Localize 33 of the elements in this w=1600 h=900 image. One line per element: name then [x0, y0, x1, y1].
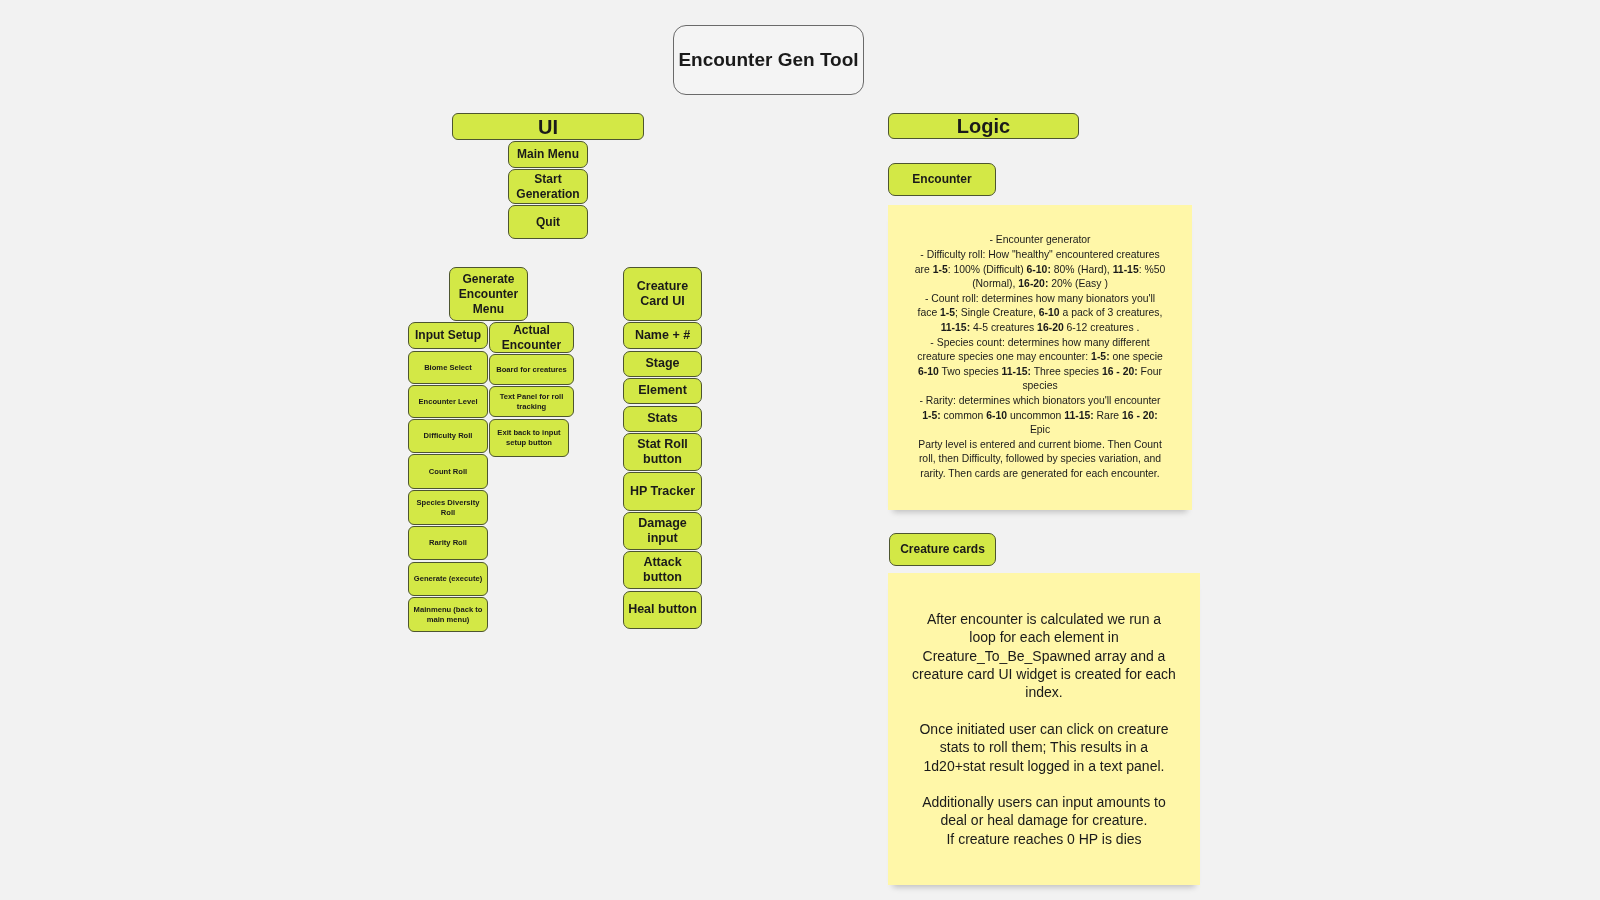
note-paragraph: Party level is entered and current biome. Then Count roll, then Difficulty, followed by species variation, and rarity. Then cards are generated for each encounter. [917, 437, 1163, 481]
note-paragraph: - Count roll: determines how many bionators you'll face 1-5; Single Creature, 6-10 a pack of 3 creatures, 11-15: 4-5 creatures 16-20 6-12 creatures . [916, 291, 1164, 335]
item-box: Generate Encounter Menu [449, 267, 528, 321]
note-paragraph: - Rarity: determines which bionators you'll encounter 1-5: common 6-10 uncommon 11-15: Rare 16 - 20: Epic [918, 394, 1162, 438]
item-box: Damage input [623, 512, 702, 550]
title-box: Encounter Gen Tool [673, 25, 864, 95]
sticky-note [888, 205, 1192, 510]
item-box: Creature cards [889, 533, 996, 566]
item-box: HP Tracker [623, 472, 702, 511]
item-box: Stats [623, 406, 702, 432]
item-box: Stage [623, 351, 702, 377]
item-box: Quit [508, 205, 588, 239]
item-box: Main Menu [508, 141, 588, 168]
item-box: Attack button [623, 551, 702, 589]
header-bar: UI [452, 113, 644, 140]
note-paragraph: Additionally users can input amounts to deal or heal damage for creature. [921, 793, 1167, 830]
header-bar: Logic [888, 113, 1079, 139]
item-box: Actual Encounter [489, 322, 574, 353]
note-paragraph: - Species count: determines how many different creature species one may encounter: 1-5: one specie 6-10 Two species 11-15: Three species 16 - 20: Four species [916, 335, 1164, 394]
item-box: Input Setup [408, 322, 488, 349]
item-box: Element [623, 378, 702, 404]
item-box: Heal button [623, 591, 702, 629]
note-paragraph: Once initiated user can click on creature stats to roll them; This results in a 1d20+stat result logged in a text panel. [918, 719, 1170, 775]
note-paragraph: - Encounter generator [989, 233, 1091, 248]
note-paragraph: - Difficulty roll: How "healthy" encountered creatures are 1-5: 100% (Difficult) 6-10: 80% (Hard), 11-15: %50 (Normal), 16-20: 20% (Easy ) [914, 248, 1166, 292]
sticky-note [888, 573, 1200, 885]
item-box: Encounter [888, 163, 996, 196]
item-box: Stat Roll button [623, 433, 702, 471]
note-paragraph: If creature reaches 0 HP is dies [946, 829, 1142, 849]
item-box: Name + # [623, 322, 702, 349]
note-paragraph: After encounter is calculated we run a loop for each element in Creature_To_Be_Spawned array and a creature card UI widget is created for each index. [912, 609, 1176, 702]
item-box: Creature Card UI [623, 267, 702, 321]
item-box: Start Generation [508, 169, 588, 204]
